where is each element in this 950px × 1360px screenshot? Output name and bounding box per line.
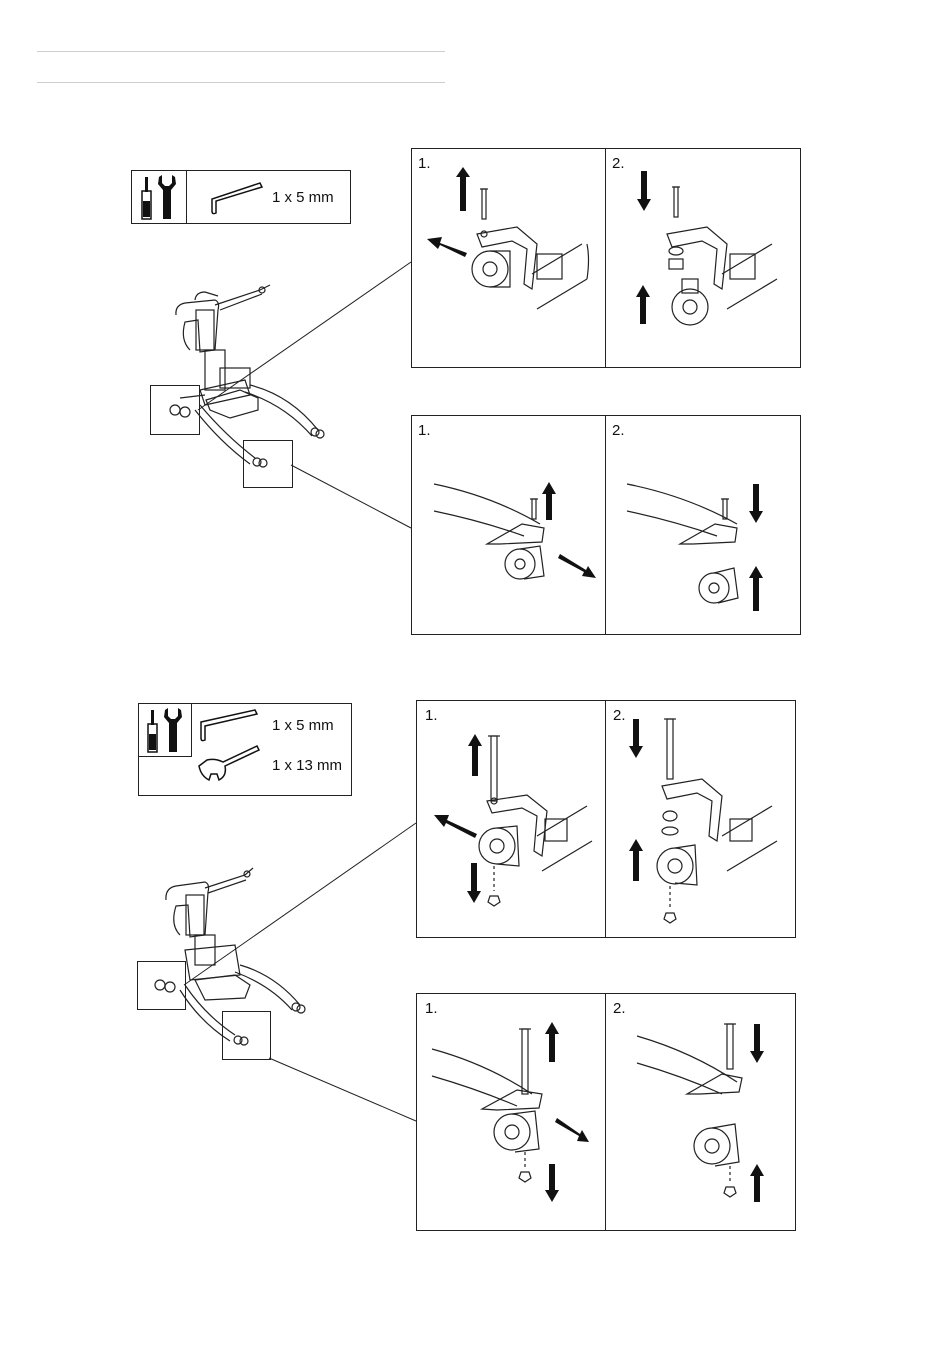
leader-line-front-a [198,262,411,410]
header-rule-top [37,51,445,52]
front-castor-remove-illustration [412,149,800,367]
leader-line-rear-b [269,1058,416,1121]
rear-castor-bolt-remove-illustration [417,994,795,1230]
front-castor-panel-b: 1. 2. [416,700,796,938]
leader-line-front-b [184,823,416,985]
open-wrench-icon [139,704,351,795]
toolbox-a: 1 x 5 mm [131,170,351,224]
rear-castor-remove-illustration [412,416,800,634]
tool-label-open-wrench: 1 x 13 mm [272,757,342,774]
rear-castor-panel-b: 1. 2. [416,993,796,1231]
toolbox-b: 1 x 5 mm 1 x 13 mm [138,703,352,796]
front-castor-panel-a: 1. 2. [411,148,801,368]
header-rule-bottom [37,82,445,83]
front-castor-bolt-remove-illustration [417,701,795,937]
zoom-marker-rear-castor-a [243,440,293,488]
zoom-marker-front-castor-b [137,961,186,1010]
leader-line-rear-a [291,465,411,528]
rear-castor-panel-a: 1. 2. [411,415,801,635]
zoom-marker-front-castor-a [150,385,200,435]
zoom-marker-rear-castor-b [222,1011,271,1060]
tool-label-hex-key: 1 x 5 mm [272,189,334,206]
